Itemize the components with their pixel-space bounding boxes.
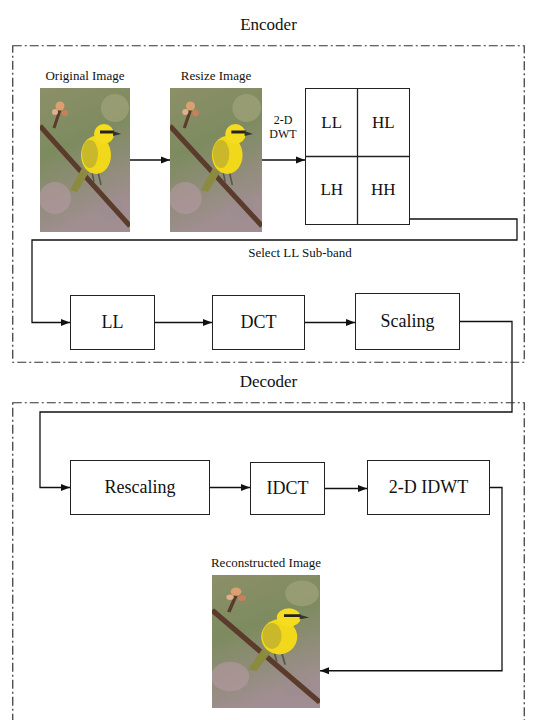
edge-label-slot: Select LL Sub-band [180,246,420,261]
process-box: Rescaling [70,460,210,515]
dash-dot-border [13,46,525,363]
box-label: Rescaling [105,477,176,498]
region-title: Encoder [240,15,297,35]
text-slot: HH [358,157,410,225]
text-slot: Rescaling [71,461,209,514]
connector-arrow [262,159,305,160]
region-title: Decoder [240,372,298,392]
subband-label: HH [371,180,396,200]
text-slot: HL [358,89,410,157]
text-slot: Decoder [12,372,525,392]
box-label: Scaling [381,311,435,332]
text-slot: Reconstructed Image [172,556,360,571]
text-slot: LH [306,157,358,225]
process-box: IDCT [250,462,325,515]
text-slot: LL [306,89,358,157]
connector-arrow [210,487,250,488]
subband-label: HL [372,113,395,133]
text-slot: Resize Image [130,69,302,84]
image-frame: Resize Image [170,88,262,232]
text-slot: Scaling [356,294,459,349]
text-slot: 2-D IDWT [368,461,489,514]
process-box: Scaling [355,293,460,350]
text-slot: IDCT [251,463,324,514]
reconstructed-photo [211,575,320,708]
box-label: LL [102,312,124,333]
process-box: 2-D IDWT [367,460,490,515]
connector-arrow [155,322,212,323]
text-slot: Encoder [12,15,525,35]
process-box: LL [70,295,155,350]
image-caption: Original Image [45,69,124,84]
edge-label: 2-D DWT [262,114,304,142]
image-frame: Original Image [40,88,130,232]
grid-divider [306,156,409,157]
text-slot: DCT [213,296,304,349]
text-slot: LL [71,296,154,349]
subband-label: LH [320,180,343,200]
box-label: 2-D IDWT [389,477,468,498]
process-box: DCT [212,295,305,350]
image-frame: Reconstructed Image [212,575,320,708]
subband-label: LL [321,113,342,133]
edge-label-slot: 2-D DWT [262,114,304,142]
encoder-region: Original ImageResize ImageLLHLLHHHLLDCTS… [12,45,525,363]
connector-arrow [130,159,170,160]
dash-dot-border [13,403,525,720]
edge-label: Select LL Sub-band [248,246,352,261]
image-caption: Resize Image [181,69,251,84]
connector-arrow [325,488,367,489]
text-slot: Original Image [0,69,170,84]
resized-photo [169,88,262,232]
box-label: DCT [241,312,277,333]
image-caption: Reconstructed Image [211,556,321,571]
subband-grid: LL HL LH HH [305,88,410,225]
connector-arrow [305,322,355,323]
decoder-region: Rescaling IDCT 2-D IDWT Reconstructed Image… [12,402,525,720]
original-photo [39,88,130,232]
box-label: IDCT [267,478,309,499]
grid-dividers [306,89,409,224]
